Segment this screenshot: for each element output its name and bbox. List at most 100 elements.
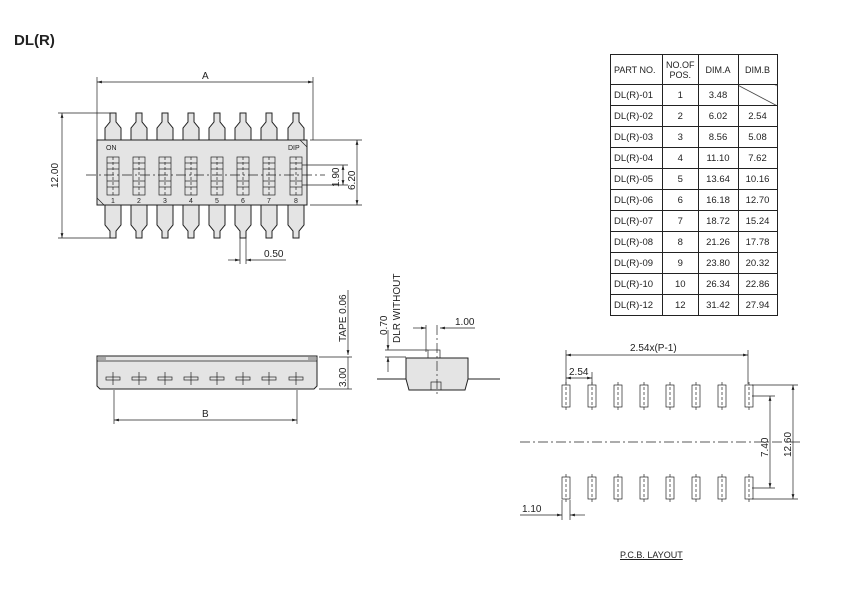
position-number: 7: [267, 198, 271, 205]
table-cell: 8.56: [697, 126, 739, 148]
pin-bottom: [156, 204, 174, 239]
switch-actuator: [158, 156, 172, 196]
table-cell: 17.78: [737, 231, 778, 253]
table-cell: 5.08: [737, 126, 778, 148]
pcb-pad: [587, 474, 597, 502]
tape-label: TAPE 0.06: [338, 294, 349, 342]
table-cell: 1: [662, 84, 699, 106]
side-markings: [105, 372, 304, 385]
switch-actuators: [106, 156, 303, 196]
table-cell: DL(R)-09: [610, 252, 663, 274]
table-cell: 7: [662, 210, 699, 232]
table-cell: 2.54: [737, 105, 778, 127]
table-cell: DL(R)-12: [610, 294, 663, 316]
side-marking: [183, 372, 199, 385]
pad-width-label: 1.10: [522, 504, 542, 515]
pcb-pad: [744, 474, 754, 502]
dip-label: DIP: [288, 145, 300, 152]
switch-actuator: [184, 156, 198, 196]
table-cell: 2: [662, 105, 699, 127]
side-marking: [261, 372, 277, 385]
side-marking: [288, 372, 304, 385]
table-cell: 5: [662, 168, 699, 190]
dim-070-label: 0.70: [379, 315, 390, 335]
table-cell: 31.42: [697, 294, 739, 316]
pcb-pad: [639, 474, 649, 502]
column-header: PART NO.: [610, 54, 663, 85]
table-cell: 20.32: [737, 252, 778, 274]
table-cell: 10: [662, 273, 699, 295]
pin-top: [234, 112, 252, 141]
position-number: 1: [111, 198, 115, 205]
row-inner-label: 7.40: [760, 437, 771, 457]
pcb-pad: [744, 382, 754, 410]
position-number: 8: [294, 198, 298, 205]
pin-bottom: [130, 204, 148, 239]
switch-body: [96, 139, 308, 206]
table-cell: 13.64: [697, 168, 739, 190]
table-cell: 27.94: [737, 294, 778, 316]
side-marking: [157, 372, 173, 385]
table-cell: 15.24: [737, 210, 778, 232]
position-number: 6: [241, 198, 245, 205]
pcb-pad: [665, 474, 675, 502]
pin-bottom: [260, 204, 278, 239]
column-header: NO.OF POS.: [662, 54, 699, 85]
position-number: 2: [137, 198, 141, 205]
pcb-pad: [691, 474, 701, 502]
pin-bottom: [287, 204, 305, 239]
pin-top: [287, 112, 305, 141]
pin-bottom: [104, 204, 122, 239]
side-view: B 3.00 TAPE 0.06: [96, 290, 352, 424]
pcb-pad: [613, 382, 623, 410]
table-cell: 21.26: [697, 231, 739, 253]
pin-top: [156, 112, 174, 141]
dim-a-label: A: [202, 71, 209, 82]
pin-top: [182, 112, 200, 141]
position-number: 5: [215, 198, 219, 205]
pcb-pad: [561, 382, 571, 410]
pcb-pad: [691, 382, 701, 410]
table-cell: 26.34: [697, 273, 739, 295]
table-cell: 6.02: [697, 105, 739, 127]
table-cell: 3.48: [697, 84, 739, 106]
pcb-layout: 2.54x(P-1) 2.54 7.40 12.60 1.10: [520, 343, 800, 520]
column-header: DIM.A: [697, 54, 739, 85]
dim-100-label: 1.00: [455, 317, 475, 328]
switch-actuator: [289, 156, 303, 196]
table-cell: 11.10: [697, 147, 739, 169]
pitch-label: 2.54: [569, 367, 589, 378]
pin-top: [130, 112, 148, 141]
pin-top: [208, 112, 226, 141]
table-cell: [737, 84, 778, 106]
table-cell: 18.72: [697, 210, 739, 232]
table-cell: DL(R)-02: [610, 105, 663, 127]
on-label: ON: [106, 145, 117, 152]
switch-actuator: [132, 156, 146, 196]
dim-side-height-label: 3.00: [338, 367, 349, 387]
dim-lead-label: 0.50: [264, 249, 284, 260]
switch-actuator: [262, 156, 276, 196]
switch-actuator: [106, 156, 120, 196]
table-cell: DL(R)-08: [610, 231, 663, 253]
pcb-pad: [561, 474, 571, 502]
table-cell: 7.62: [737, 147, 778, 169]
switch-actuator: [210, 156, 224, 196]
dim-height-label: 12.00: [50, 163, 61, 188]
drawing-title: DL(R): [14, 32, 55, 49]
table-cell: DL(R)-04: [610, 147, 663, 169]
table-cell: DL(R)-10: [610, 273, 663, 295]
table-cell: 23.80: [697, 252, 739, 274]
